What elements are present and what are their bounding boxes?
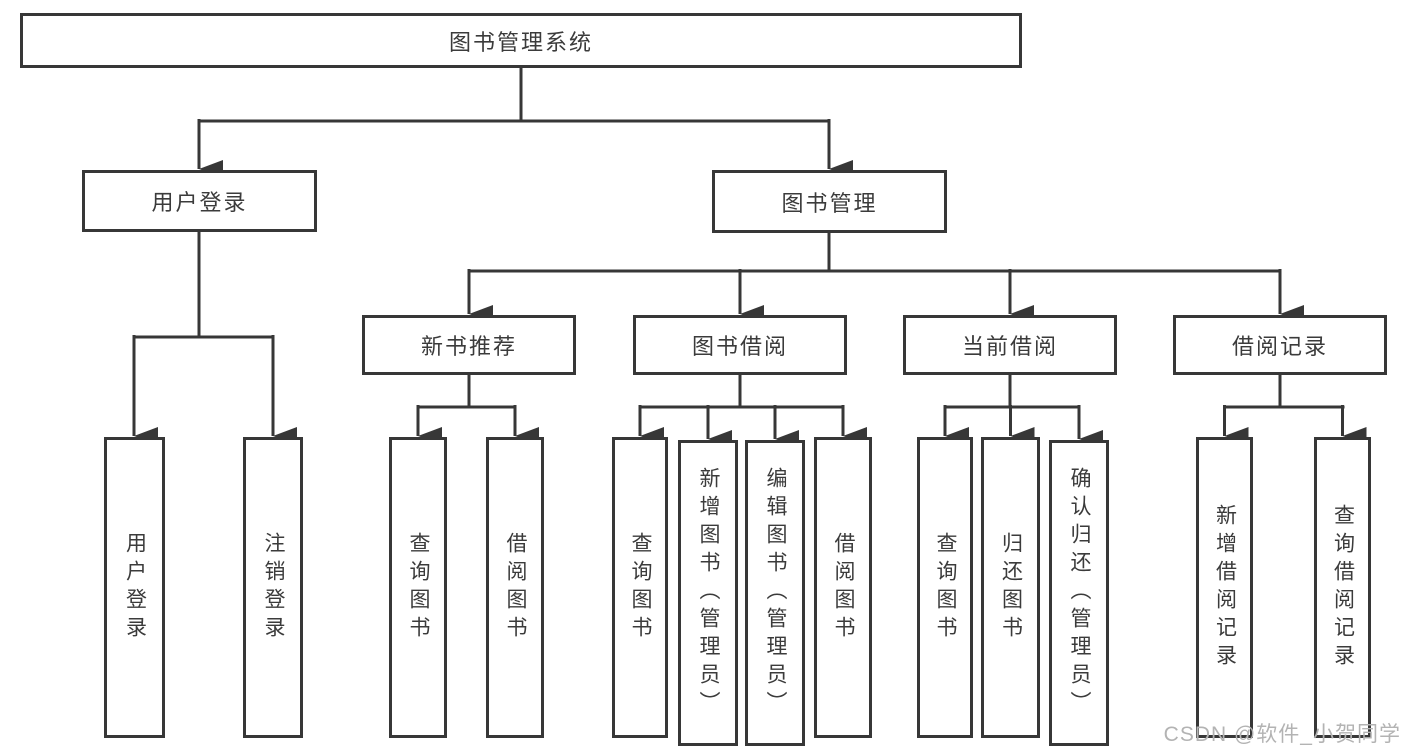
node-book-borrowing-label: 图书借阅 <box>691 334 788 359</box>
node-new-book-recommend-label: 新书推荐 <box>420 334 517 359</box>
leaf-current-return-books: 归还图书 <box>981 437 1040 738</box>
node-library-management-system-label: 图书管理系统 <box>448 29 593 55</box>
node-current-borrowing-label: 当前借阅 <box>961 334 1058 359</box>
leaf-recommend-borrow-books: 借阅图书 <box>486 437 544 738</box>
node-borrowing-records-label: 借阅记录 <box>1231 334 1328 359</box>
leaf-borrowing-add-books-label: 新增图书（管理员） <box>697 467 720 719</box>
node-book-management: 图书管理 <box>712 170 947 233</box>
node-book-management-label: 图书管理 <box>781 190 878 216</box>
node-current-borrowing: 当前借阅 <box>903 315 1117 375</box>
leaf-user-login: 用户登录 <box>104 437 165 738</box>
node-user-login-label: 用户登录 <box>151 190 248 215</box>
leaf-logout-label: 注销登录 <box>262 531 285 644</box>
leaf-current-confirm-return: 确认归还（管理员） <box>1049 440 1109 746</box>
csdn-watermark: CSDN @软件_小贺同学 <box>1163 723 1401 746</box>
node-user-login: 用户登录 <box>82 170 317 232</box>
leaf-records-add-record: 新增借阅记录 <box>1196 437 1253 738</box>
leaf-borrowing-edit-books-label: 编辑图书（管理员） <box>764 467 787 719</box>
leaf-current-query-books-label: 查询图书 <box>934 531 957 644</box>
leaf-current-query-books: 查询图书 <box>917 437 973 738</box>
leaf-records-query-record-label: 查询借阅记录 <box>1331 503 1355 672</box>
leaf-current-return-books-label: 归还图书 <box>999 531 1023 644</box>
leaf-borrowing-query-books: 查询图书 <box>612 437 668 738</box>
leaf-user-login-label: 用户登录 <box>123 531 147 644</box>
node-new-book-recommend: 新书推荐 <box>362 315 576 375</box>
leaf-recommend-query-books-label: 查询图书 <box>407 531 430 644</box>
leaf-borrowing-borrow-books: 借阅图书 <box>814 437 872 738</box>
leaf-recommend-borrow-books-label: 借阅图书 <box>504 531 527 644</box>
node-library-management-system: 图书管理系统 <box>20 13 1022 68</box>
leaf-borrowing-query-books-label: 查询图书 <box>629 531 652 644</box>
node-book-borrowing: 图书借阅 <box>633 315 847 375</box>
leaf-recommend-query-books: 查询图书 <box>389 437 447 738</box>
node-borrowing-records: 借阅记录 <box>1173 315 1387 375</box>
leaf-borrowing-edit-books: 编辑图书（管理员） <box>745 440 805 746</box>
leaf-records-add-record-label: 新增借阅记录 <box>1213 503 1237 672</box>
leaf-borrowing-add-books: 新增图书（管理员） <box>678 440 738 746</box>
leaf-records-query-record: 查询借阅记录 <box>1314 437 1371 738</box>
connector-group <box>132 68 1367 448</box>
leaf-current-confirm-return-label: 确认归还（管理员） <box>1068 467 1091 719</box>
leaf-logout: 注销登录 <box>243 437 303 738</box>
leaf-borrowing-borrow-books-label: 借阅图书 <box>832 531 855 644</box>
